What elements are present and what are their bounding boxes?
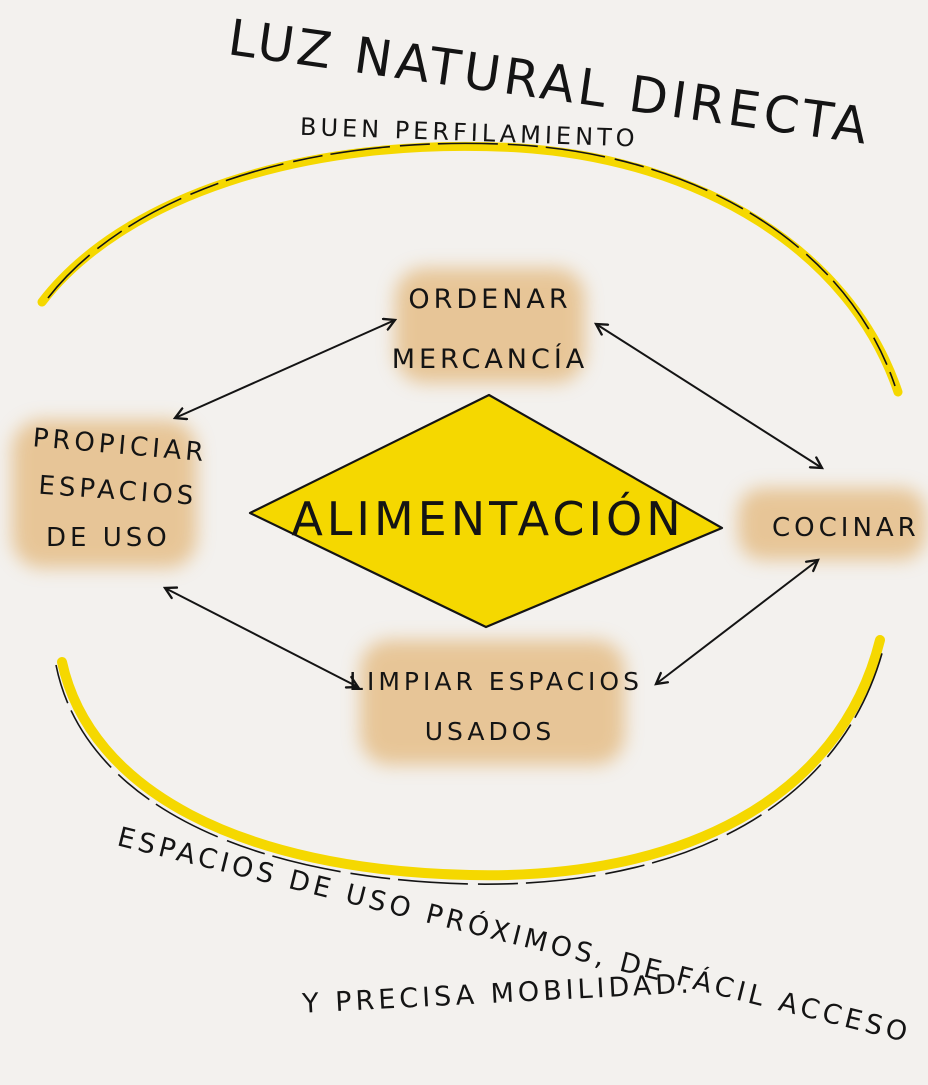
arrow-left-bottom <box>165 588 358 687</box>
node-bottom-line2: USADOS <box>425 717 556 746</box>
connector-arrows <box>165 320 822 687</box>
center-label: ALIMENTACIÓN <box>291 492 684 546</box>
node-top-line1: ORDENAR <box>408 284 571 315</box>
node-right-line1: COCINAR <box>772 513 920 543</box>
arrow-left-top <box>175 320 395 418</box>
label-highlights <box>12 268 926 765</box>
highlight-top <box>395 268 585 383</box>
node-left-line3: DE USO <box>46 523 171 553</box>
highlight-right <box>738 488 926 560</box>
bottom-caption-line1: ESPACIOS DE USO PRÓXIMOS, DE FÁCIL ACCES… <box>114 821 914 1050</box>
highlight-bottom <box>360 640 625 765</box>
bottom-arc <box>55 635 885 885</box>
node-bottom-line1: LIMPIAR ESPACIOS <box>349 667 643 696</box>
bottom-caption-line2: Y PRECISA MOBILIDAD. <box>300 968 693 1019</box>
highlight-left <box>12 420 197 568</box>
arrow-top-right <box>596 324 822 468</box>
node-cocinar: COCINAR <box>772 513 920 543</box>
top-arc <box>37 141 903 397</box>
node-top-line2: MERCANCÍA <box>392 343 589 375</box>
node-limpiar-espacios: LIMPIAR ESPACIOS USADOS <box>349 667 643 746</box>
diagram-subtitle: BUEN PERFILAMIENTO <box>300 113 640 153</box>
center-diamond <box>248 393 724 629</box>
arrow-right-bottom <box>656 560 818 684</box>
node-ordenar-mercancia: ORDENAR MERCANCÍA <box>392 284 589 375</box>
